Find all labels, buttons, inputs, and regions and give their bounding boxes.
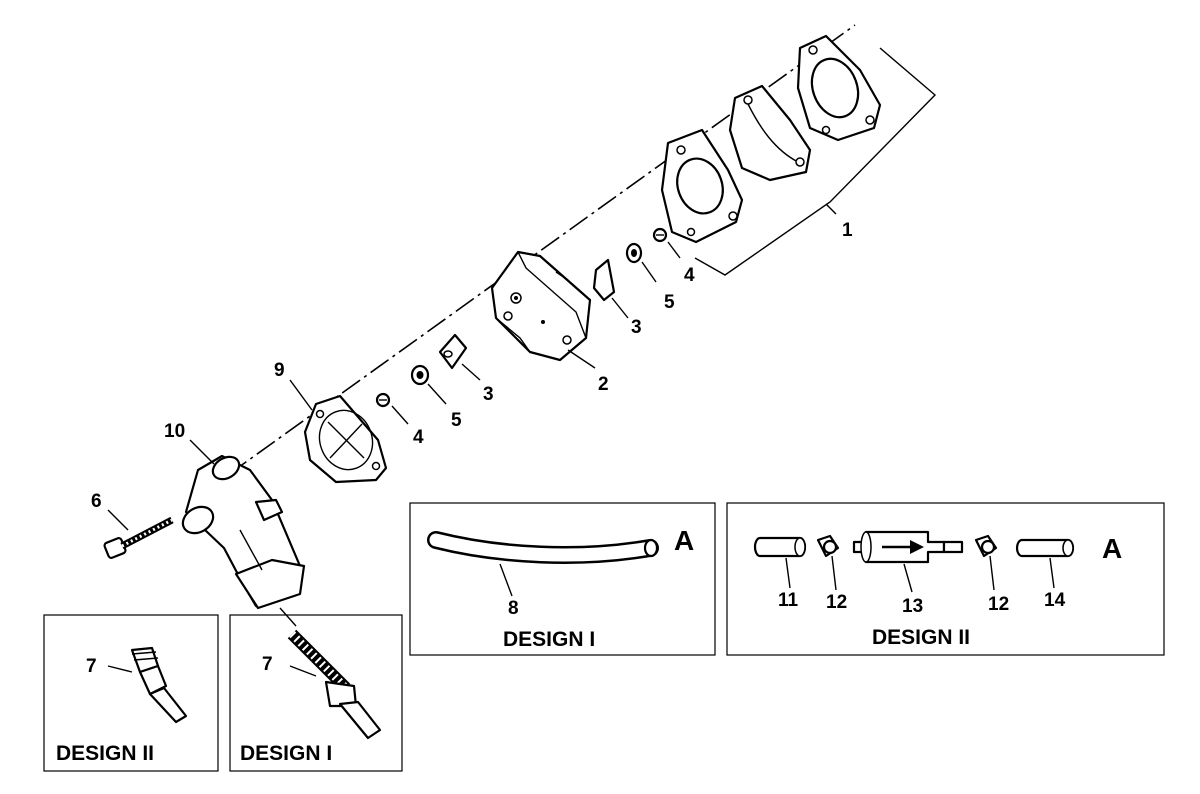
callout-1: 1: [842, 220, 853, 241]
callout-13: 13: [902, 596, 923, 617]
valve-upper: [592, 258, 629, 319]
screw-lower: [375, 392, 409, 425]
callout-9: 9: [274, 360, 285, 381]
panel-label-hose-design-1: DESIGN I: [503, 628, 595, 651]
callout-14: 14: [1044, 590, 1066, 611]
panel-label-fitting-design-1: DESIGN I: [240, 742, 332, 765]
callout-10: 10: [164, 421, 185, 442]
callout-5-lower: 5: [451, 410, 462, 431]
gasket-c: [796, 34, 882, 142]
washer-upper: [625, 242, 657, 283]
valve-lower: [438, 333, 481, 381]
panel-hose-design-1: A 8 DESIGN I: [409, 502, 716, 656]
callout-7-design1: 7: [262, 654, 273, 675]
pump-cover: [181, 439, 306, 610]
screw-upper: [652, 227, 681, 259]
panel-filter-design-2: A 11 12 13 12 14 DESIGN II: [726, 502, 1165, 656]
gasket-b: [728, 84, 812, 182]
callout-7-design2: 7: [86, 656, 97, 677]
panel-label-fitting-design-2: DESIGN II: [56, 742, 154, 765]
callout-6: 6: [91, 491, 102, 512]
callout-12-right: 12: [988, 594, 1009, 615]
callout-3-lower: 3: [483, 384, 494, 405]
spring-fitting-main: [279, 607, 297, 627]
gasket-set: [660, 34, 937, 276]
panel-fitting-design-2: 7 DESIGN II: [43, 614, 219, 772]
long-screw: [103, 509, 174, 559]
callout-8: 8: [508, 598, 519, 619]
callout-2: 2: [598, 374, 609, 395]
gasket-9: [289, 379, 388, 484]
callout-4-upper: 4: [684, 265, 695, 286]
washer-lower: [410, 364, 447, 405]
gasket-bracket: [694, 47, 937, 276]
hose-tag: A: [674, 525, 694, 556]
panel-fitting-design-1: 7 DESIGN I: [229, 614, 403, 772]
gasket-a: [660, 128, 744, 244]
callout-5-upper: 5: [664, 292, 675, 313]
callout-11: 11: [778, 590, 799, 611]
pump-body: [490, 250, 596, 369]
callout-4-lower: 4: [413, 427, 424, 448]
callout-12-left: 12: [826, 592, 847, 613]
panel-label-filter-design-2: DESIGN II: [872, 626, 970, 649]
callout-3-upper: 3: [631, 317, 642, 338]
filter-tag: A: [1102, 533, 1122, 564]
